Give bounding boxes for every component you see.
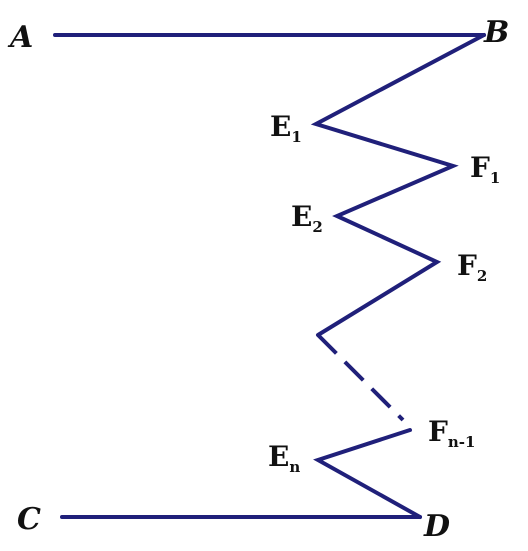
label-f1: F1 xyxy=(470,151,500,187)
label-f2: F2 xyxy=(457,249,487,285)
label-d: D xyxy=(423,509,450,544)
label-c: C xyxy=(17,502,41,537)
zigzag-dashed xyxy=(316,333,405,422)
label-e1: E1 xyxy=(270,110,302,146)
label-a: A xyxy=(7,20,33,55)
zigzag-lower xyxy=(313,428,422,519)
label-fn-1: Fn-1 xyxy=(428,415,475,451)
zigzag-upper xyxy=(310,33,486,337)
label-b: B xyxy=(483,15,509,50)
label-e2: E2 xyxy=(291,200,323,236)
label-en: En xyxy=(268,440,300,476)
